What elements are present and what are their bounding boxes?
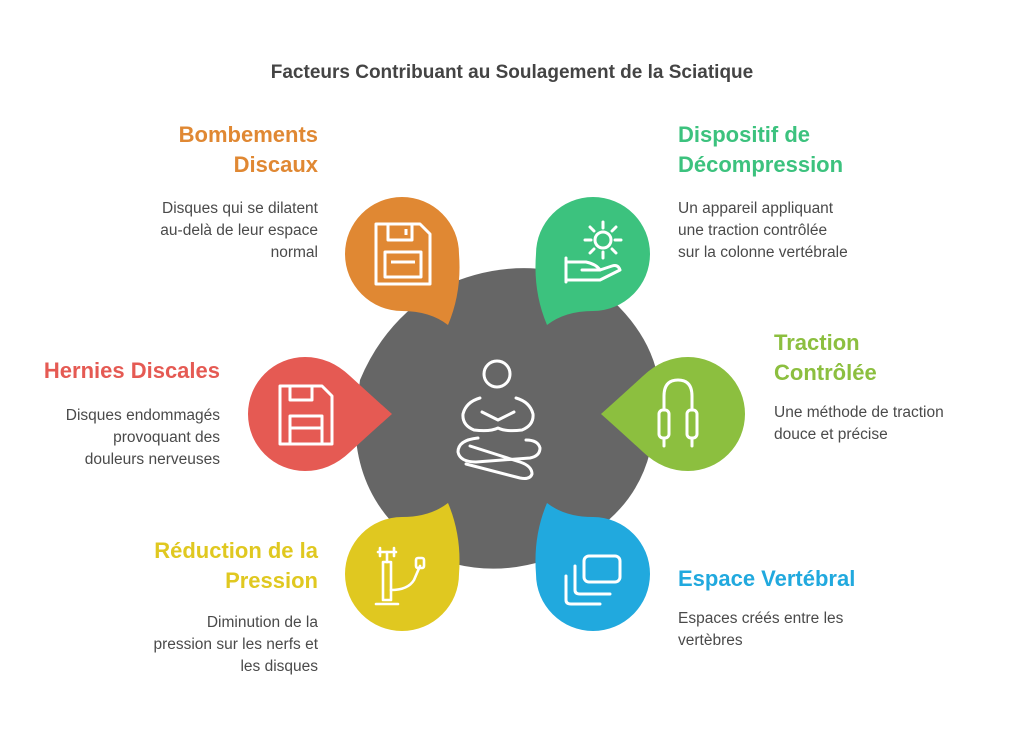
label-dispositif: Dispositif de Décompression xyxy=(678,122,844,177)
air-pump-icon xyxy=(374,546,426,606)
meditation-person-icon xyxy=(456,359,542,480)
floppy-disk-icon xyxy=(374,222,432,286)
desc-hernies: Disques endommagés provoquant des douleu… xyxy=(65,407,220,468)
label-reduction: Réduction de la Pression xyxy=(154,538,318,593)
desc-reduction: Diminution de la pression sur les nerfs … xyxy=(153,614,318,675)
petal-hernies xyxy=(248,357,392,471)
label-traction: Traction Contrôlée xyxy=(774,330,877,385)
label-bombements: Bombements Discaux xyxy=(178,122,318,177)
label-espace: Espace Vertébral xyxy=(678,566,856,591)
petal-dispositif xyxy=(535,197,650,325)
disk-save-icon xyxy=(278,384,334,446)
jump-rope-icon xyxy=(657,378,699,448)
petal-reduction xyxy=(345,503,460,631)
stacked-layers-icon xyxy=(564,554,622,606)
center-hub xyxy=(355,268,660,569)
diagram-title: Facteurs Contribuant au Soulagement de l… xyxy=(270,62,754,83)
desc-dispositif: Un appareil appliquant une traction cont… xyxy=(678,200,848,261)
gear-hand-icon xyxy=(564,220,623,284)
petal-traction xyxy=(601,357,745,471)
petal-bombements xyxy=(345,197,460,325)
desc-traction: Une méthode de traction douce et précise xyxy=(774,404,944,443)
desc-bombements: Disques qui se dilatent au-delà de leur … xyxy=(160,200,318,261)
label-hernies: Hernies Discales xyxy=(43,358,220,383)
desc-espace: Espaces créés entre les vertèbres xyxy=(678,610,844,649)
petal-espace xyxy=(535,503,650,631)
